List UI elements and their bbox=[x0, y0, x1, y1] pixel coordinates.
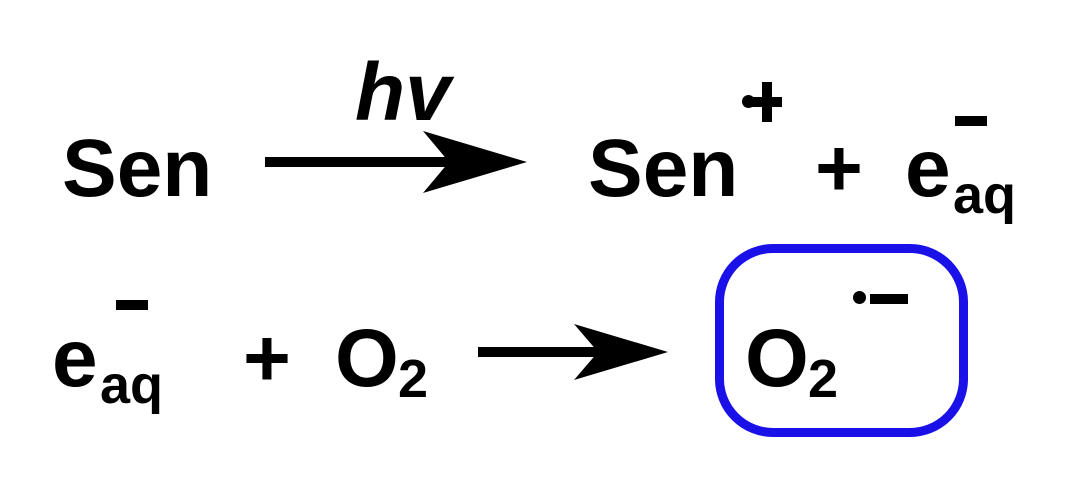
product-sen-label: Sen bbox=[588, 123, 739, 214]
oxygen-subscript: 2 bbox=[398, 349, 429, 409]
reaction2-arrow-icon bbox=[478, 324, 668, 380]
superoxide-symbol: O bbox=[745, 313, 809, 404]
reaction1-arrow-icon bbox=[265, 131, 527, 193]
radical-dot-icon bbox=[742, 95, 755, 108]
reactant-sen-label: Sen bbox=[62, 123, 213, 214]
superoxide-subscript: 2 bbox=[808, 349, 839, 409]
reaction2-electron-charge-icon bbox=[116, 300, 148, 310]
superoxide-radical-dot-icon bbox=[853, 291, 866, 304]
positive-charge-icon bbox=[752, 80, 782, 124]
reaction2-electron-symbol: e bbox=[52, 313, 98, 404]
reaction1-electron-subscript: aq bbox=[953, 165, 1017, 225]
oxygen-symbol: O bbox=[335, 313, 399, 404]
reaction1-electron-charge-icon bbox=[955, 116, 987, 126]
reaction1-plus-sign: + bbox=[815, 123, 863, 214]
reaction1-electron-symbol: e bbox=[905, 123, 951, 214]
superoxide-negative-charge-icon bbox=[870, 294, 908, 304]
reaction2-electron-subscript: aq bbox=[100, 355, 164, 415]
superoxide-highlight-box bbox=[715, 244, 968, 437]
reaction2-plus-sign: + bbox=[243, 313, 291, 404]
condition-hv-label: hv bbox=[355, 47, 451, 138]
